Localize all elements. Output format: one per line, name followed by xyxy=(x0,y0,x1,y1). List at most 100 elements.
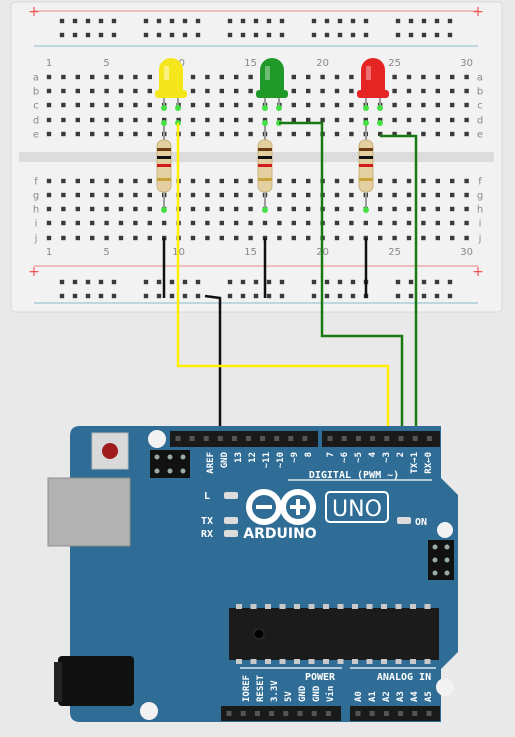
rail-hole xyxy=(169,18,175,24)
rail-hole xyxy=(182,293,188,299)
wire-signal-red[interactable] xyxy=(380,134,418,440)
rail-hole xyxy=(156,32,162,38)
header-pin xyxy=(288,436,294,441)
top-pin-label: AREF xyxy=(206,452,216,474)
analog-pin-label: A1 xyxy=(368,691,378,702)
rail-hole xyxy=(59,293,65,299)
tx-led xyxy=(224,517,238,524)
breadboard-hole xyxy=(406,192,412,198)
rail-hole xyxy=(447,32,453,38)
breadboard-hole xyxy=(104,117,109,123)
breadboard-hole xyxy=(262,220,268,226)
breadboard-hole xyxy=(291,102,296,108)
breadboard-hole xyxy=(464,235,469,241)
breadboard-hole xyxy=(464,102,469,108)
breadboard-hole xyxy=(421,220,426,226)
wires xyxy=(162,121,418,440)
breadboard-hole xyxy=(363,117,368,123)
breadboard-hole xyxy=(219,131,224,137)
rail-hole xyxy=(111,279,117,285)
breadboard-hole xyxy=(306,74,311,80)
breadboard-hole xyxy=(219,192,224,198)
rail-hole xyxy=(311,18,317,24)
wire-signal-green[interactable] xyxy=(279,121,404,440)
rail-hole xyxy=(324,279,330,285)
breadboard-hole xyxy=(248,117,253,123)
l-led xyxy=(224,492,238,499)
rail-hole xyxy=(195,18,201,24)
breadboard-hole xyxy=(450,74,455,80)
breadboard-hole xyxy=(234,235,239,241)
breadboard-hole xyxy=(75,220,80,226)
breadboard-hole xyxy=(104,220,109,226)
header-pin xyxy=(246,436,251,441)
breadboard-hole xyxy=(378,220,383,226)
header-pin xyxy=(355,436,361,441)
led-red[interactable] xyxy=(357,58,389,111)
rail-hole xyxy=(195,293,201,299)
rail-hole xyxy=(72,18,78,24)
rail-hole xyxy=(195,32,201,38)
breadboard-hole xyxy=(118,131,124,137)
header-pin xyxy=(203,436,209,441)
breadboard-hole xyxy=(234,117,239,123)
rail-hole xyxy=(169,293,175,299)
breadboard-hole xyxy=(61,235,66,241)
breadboard-hole xyxy=(406,235,412,241)
rail-hole xyxy=(337,279,343,285)
breadboard-hole xyxy=(75,102,80,108)
header-bottom-power xyxy=(221,706,341,721)
rail-hole xyxy=(111,293,117,299)
header-pin xyxy=(369,711,375,716)
breadboard-hole xyxy=(291,131,296,137)
breadboard-hole xyxy=(450,192,455,198)
uno-badge xyxy=(325,491,389,523)
breadboard-hole xyxy=(291,220,296,226)
breadboard-hole xyxy=(118,117,124,123)
breadboard-hole xyxy=(406,206,412,212)
wire-signal-yellow[interactable] xyxy=(176,123,390,440)
header-pin xyxy=(274,436,280,441)
breadboard-hole xyxy=(234,220,239,226)
column-number: 15 xyxy=(244,58,257,69)
breadboard-hole xyxy=(190,192,196,198)
rail-hole xyxy=(240,32,246,38)
column-number: 25 xyxy=(388,247,401,258)
resistor-red[interactable] xyxy=(358,124,374,210)
breadboard-hole xyxy=(349,102,354,108)
breadboard-hole xyxy=(349,235,354,241)
wire-gnd-arduino[interactable] xyxy=(204,294,222,440)
breadboard-hole xyxy=(435,192,440,198)
row-letter: a xyxy=(477,73,483,84)
resistor-yellow[interactable] xyxy=(156,124,172,210)
led-yellow[interactable] xyxy=(155,58,187,111)
breadboard-hole xyxy=(90,178,95,184)
rail-hole xyxy=(279,18,285,24)
breadboard-hole xyxy=(176,117,181,123)
breadboard-hole xyxy=(406,220,412,226)
breadboard-hole xyxy=(118,88,124,94)
rail-hole xyxy=(85,293,91,299)
reset-button[interactable] xyxy=(91,432,129,470)
rail-hole xyxy=(240,279,246,285)
rail-hole xyxy=(85,32,91,38)
breadboard-hole xyxy=(46,117,52,123)
breadboard-hole xyxy=(464,178,469,184)
rail-hole xyxy=(350,32,356,38)
breadboard-hole xyxy=(90,131,95,137)
breadboard-hole xyxy=(450,102,455,108)
rail-hole xyxy=(434,32,440,38)
breadboard-hole xyxy=(248,178,253,184)
power-jack xyxy=(54,656,134,706)
rail-hole xyxy=(111,18,117,24)
row-letter: c xyxy=(477,101,483,112)
rail-hole xyxy=(156,18,162,24)
breadboard-hole xyxy=(450,88,455,94)
breadboard-hole xyxy=(104,235,109,241)
header-pin xyxy=(226,711,232,716)
resistor-green[interactable] xyxy=(257,124,273,210)
led-green[interactable] xyxy=(256,58,288,111)
analog-pin-label: A5 xyxy=(424,691,434,702)
rail-hole xyxy=(324,32,330,38)
